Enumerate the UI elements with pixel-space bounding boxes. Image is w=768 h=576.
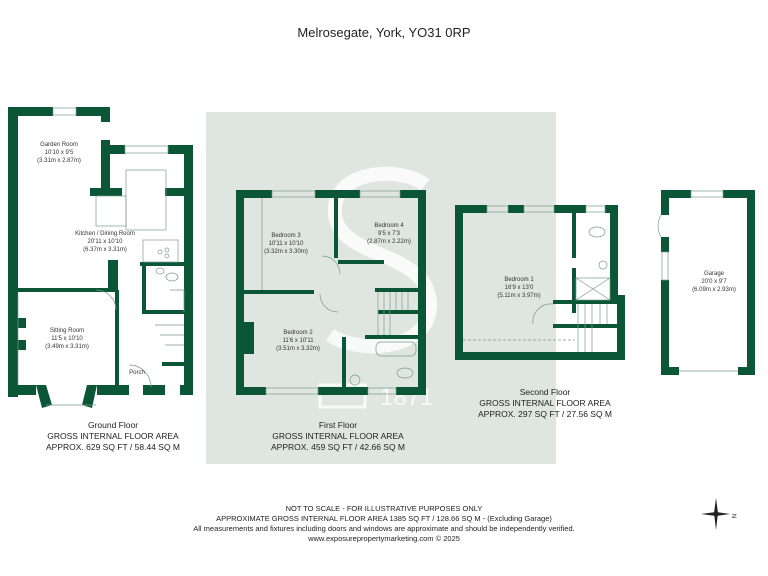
garage-plan — [661, 190, 755, 375]
compass-rose-icon — [701, 498, 730, 530]
first-floor-plan — [236, 190, 426, 395]
footer-website: www.exposurepropertymarketing.com © 2025 — [308, 534, 460, 543]
room-label-porch: Porch — [129, 370, 145, 376]
second-floor-plan — [455, 205, 625, 360]
footer-disclaimer: NOT TO SCALE - FOR ILLUSTRATIVE PURPOSES… — [193, 504, 575, 543]
ground-floor-plan — [8, 107, 193, 408]
compass-north-label: N — [730, 513, 737, 519]
property-address-title: Melrosegate, York, YO31 0RP — [297, 25, 471, 40]
